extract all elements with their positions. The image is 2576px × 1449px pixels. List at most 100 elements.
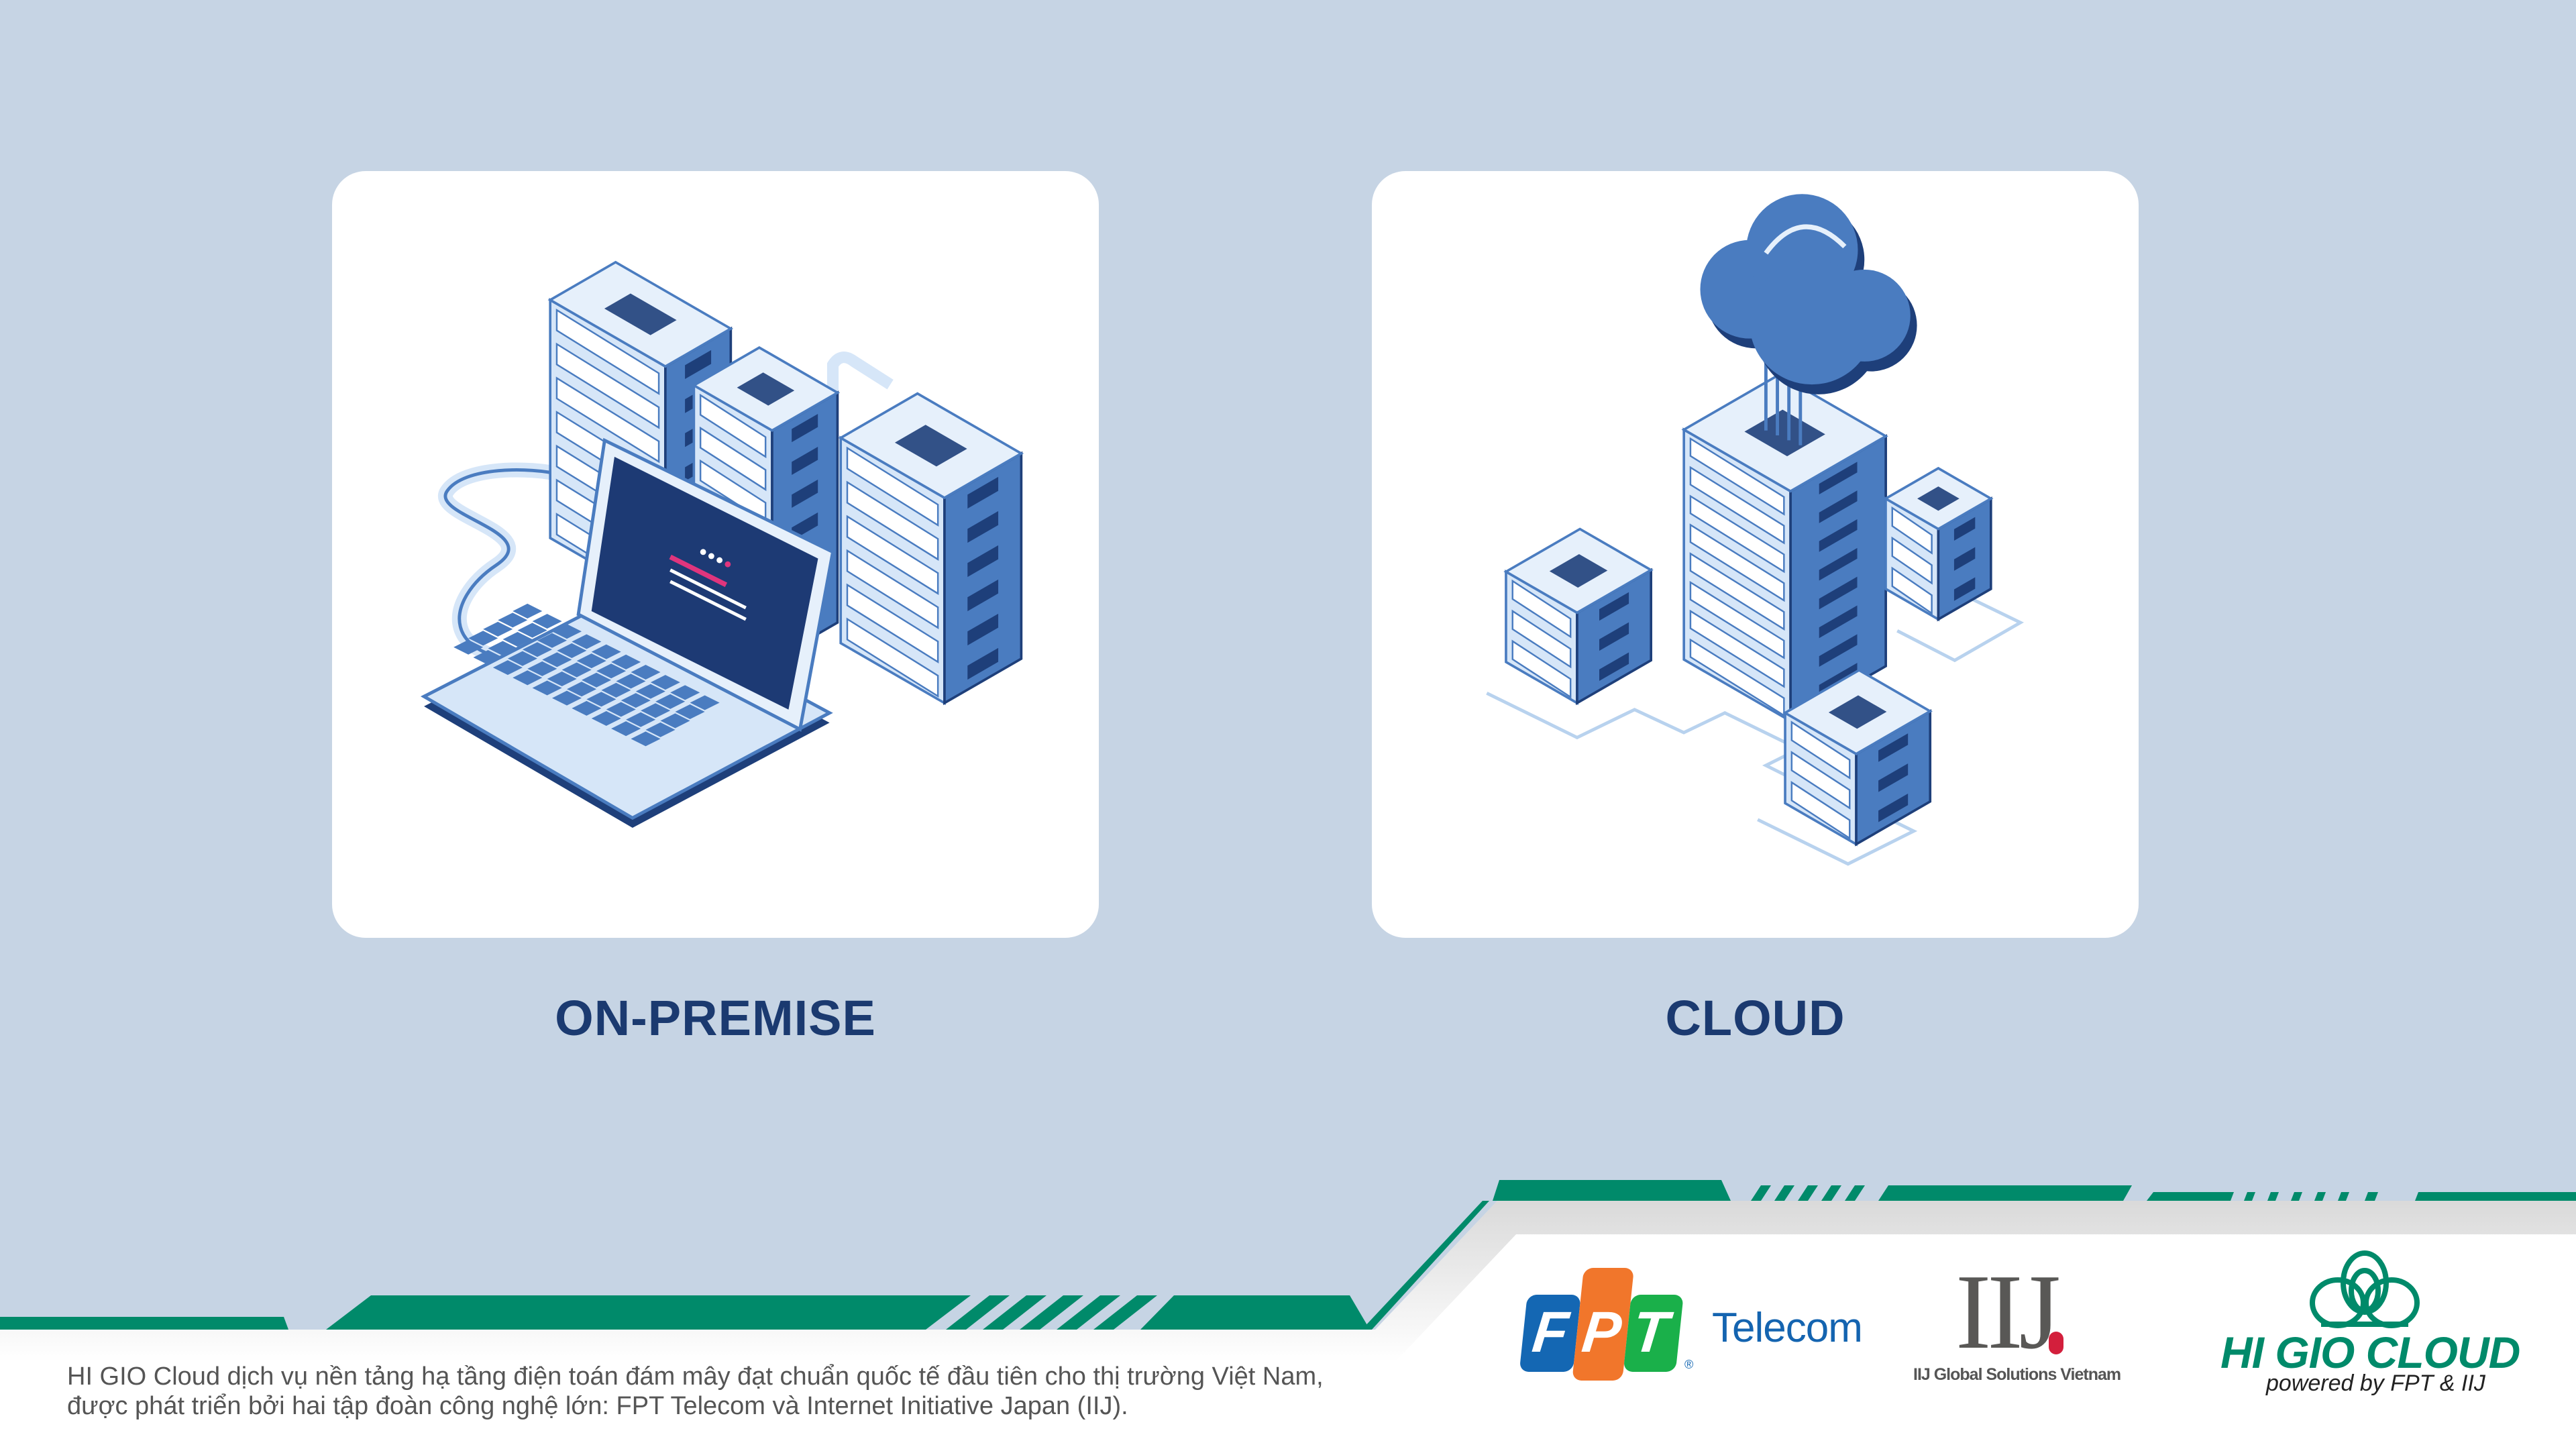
server-rack-2-port [792, 413, 818, 443]
cloud-server-front-drive-bay [1790, 720, 1851, 780]
laptop-key [631, 731, 661, 747]
server-rack-3-port [967, 511, 999, 543]
cloud-server-left-port [1599, 592, 1629, 621]
description-line-1: HI GIO Cloud dịch vụ nền tảng hạ tầng đi… [67, 1362, 1324, 1391]
server-rack-3-drive-bay [846, 480, 939, 561]
laptop-key [650, 675, 680, 690]
iij-subtitle: IIJ Global Solutions Vietnam [1913, 1365, 2121, 1384]
cloud-server-right-port [1953, 577, 1976, 601]
footer-description: HI GIO Cloud dịch vụ nền tảng hạ tầng đi… [67, 1362, 1324, 1421]
footer-white-area [0, 1201, 2576, 1449]
cloud-main-server-drive-bay [1689, 523, 1785, 602]
cloud-main-server-port [1819, 462, 1858, 495]
server-rack-1-drive-bay [555, 308, 660, 396]
laptop-key [670, 685, 700, 700]
laptop-key [582, 672, 612, 688]
cloud-main-server-drive-bay [1689, 609, 1785, 688]
server-rack-1-top-panel [604, 293, 677, 335]
laptop-key [537, 633, 567, 648]
screen-dot [700, 549, 706, 555]
laptop-key [532, 614, 562, 629]
fpt-logo: F P T ® [1520, 1268, 1693, 1381]
laptop-key [483, 621, 513, 637]
server-rack-3-port [967, 545, 999, 578]
server-rack-2-drive-bay [699, 393, 767, 459]
laptop-key [675, 704, 705, 719]
server-rack-1-drive-bay [555, 342, 660, 429]
laptop-key [473, 649, 503, 665]
higio-cloud-logo-icon [2310, 1250, 2420, 1328]
laptop-key [542, 652, 572, 667]
cloud-puff [1749, 260, 1874, 385]
on-premise-illustration [420, 260, 1024, 828]
laptop-key [507, 651, 537, 666]
laptop-key [655, 694, 686, 709]
cloud-server-front-drive-bay [1790, 781, 1851, 840]
cloud-main-server-port [1819, 576, 1858, 610]
cloud-server-left-drive-bay [1511, 639, 1572, 699]
laptop-key [641, 703, 671, 718]
laptop-key [513, 603, 543, 619]
higio-cloud-tagline: powered by FPT & IIJ [2266, 1371, 2485, 1396]
higio-cloud-logo-text: HI GIO CLOUD [2220, 1328, 2520, 1377]
server-rack-1-drive-bay [555, 376, 660, 464]
cloud-server-right-drive-bay [1891, 506, 1933, 555]
laptop-key [635, 684, 665, 699]
cloud-server-front-port [1878, 763, 1909, 792]
svg-text:F: F [1529, 1300, 1573, 1364]
server-rack-2-top-panel [737, 372, 795, 406]
server-rack-3-port [967, 579, 999, 612]
green-stripes [0, 1180, 2576, 1330]
server-rack-3-drive-bay [846, 617, 939, 698]
laptop-key [690, 695, 720, 710]
network-floor-line [1896, 593, 2025, 663]
cloud-main-server-drive-bay [1689, 580, 1785, 659]
iij-red-dot [2049, 1332, 2063, 1354]
cloud-main-server-drive-bay [1689, 466, 1785, 545]
laptop-key [557, 643, 587, 658]
laptop-key [631, 664, 661, 680]
footer-band [0, 1180, 2576, 1449]
laptop-key [626, 712, 656, 727]
laptop-key [547, 672, 577, 687]
laptop-key [527, 661, 557, 676]
cloud-main-server-drive-bay [1689, 552, 1785, 631]
laptop-key [551, 690, 582, 706]
laptop-key [576, 653, 606, 669]
cloud-server-left-drive-bay [1511, 609, 1572, 669]
laptop-key [468, 631, 498, 646]
cloud-server-left-port [1599, 622, 1629, 651]
server-rack-2-port [792, 479, 818, 508]
cloud-server-right-drive-bay [1891, 566, 1933, 615]
server-rack-2-port [792, 446, 818, 476]
server-rack-3-top-panel [894, 425, 967, 467]
svg-text:P: P [1579, 1300, 1625, 1364]
laptop-key [492, 660, 523, 676]
laptop-key [498, 612, 528, 628]
on-premise-card [332, 171, 1099, 938]
cloud-main-server-drive-bay [1689, 494, 1785, 574]
cloud-main-server-port [1819, 547, 1858, 581]
laptop-key [645, 722, 676, 737]
laptop-key [566, 682, 597, 697]
cloud-server-right-drive-bay [1891, 536, 1933, 585]
cloud-highlight [1764, 224, 1847, 255]
server-rack-3-port [967, 613, 999, 646]
server-rack-3-drive-bay [846, 583, 939, 664]
cloud-server-front [1782, 668, 1933, 847]
cloud-icon [1700, 194, 1917, 394]
cloud-server-left-port [1599, 652, 1629, 682]
laptop-key [611, 721, 641, 737]
cloud-main-server-port [1819, 519, 1858, 552]
cloud-server-right [1883, 466, 1994, 622]
laptop-key [596, 663, 627, 679]
laptop-key [586, 692, 616, 707]
server-rack-3-drive-bay [846, 515, 939, 596]
cloud-server-left-drive-bay [1511, 579, 1572, 639]
laptop-key [532, 680, 562, 696]
screen-dot [708, 553, 714, 559]
cloud-server-front-drive-bay [1790, 751, 1851, 810]
screen-dot [724, 561, 731, 568]
screen-text-line [669, 568, 747, 610]
laptop-key [621, 693, 651, 708]
